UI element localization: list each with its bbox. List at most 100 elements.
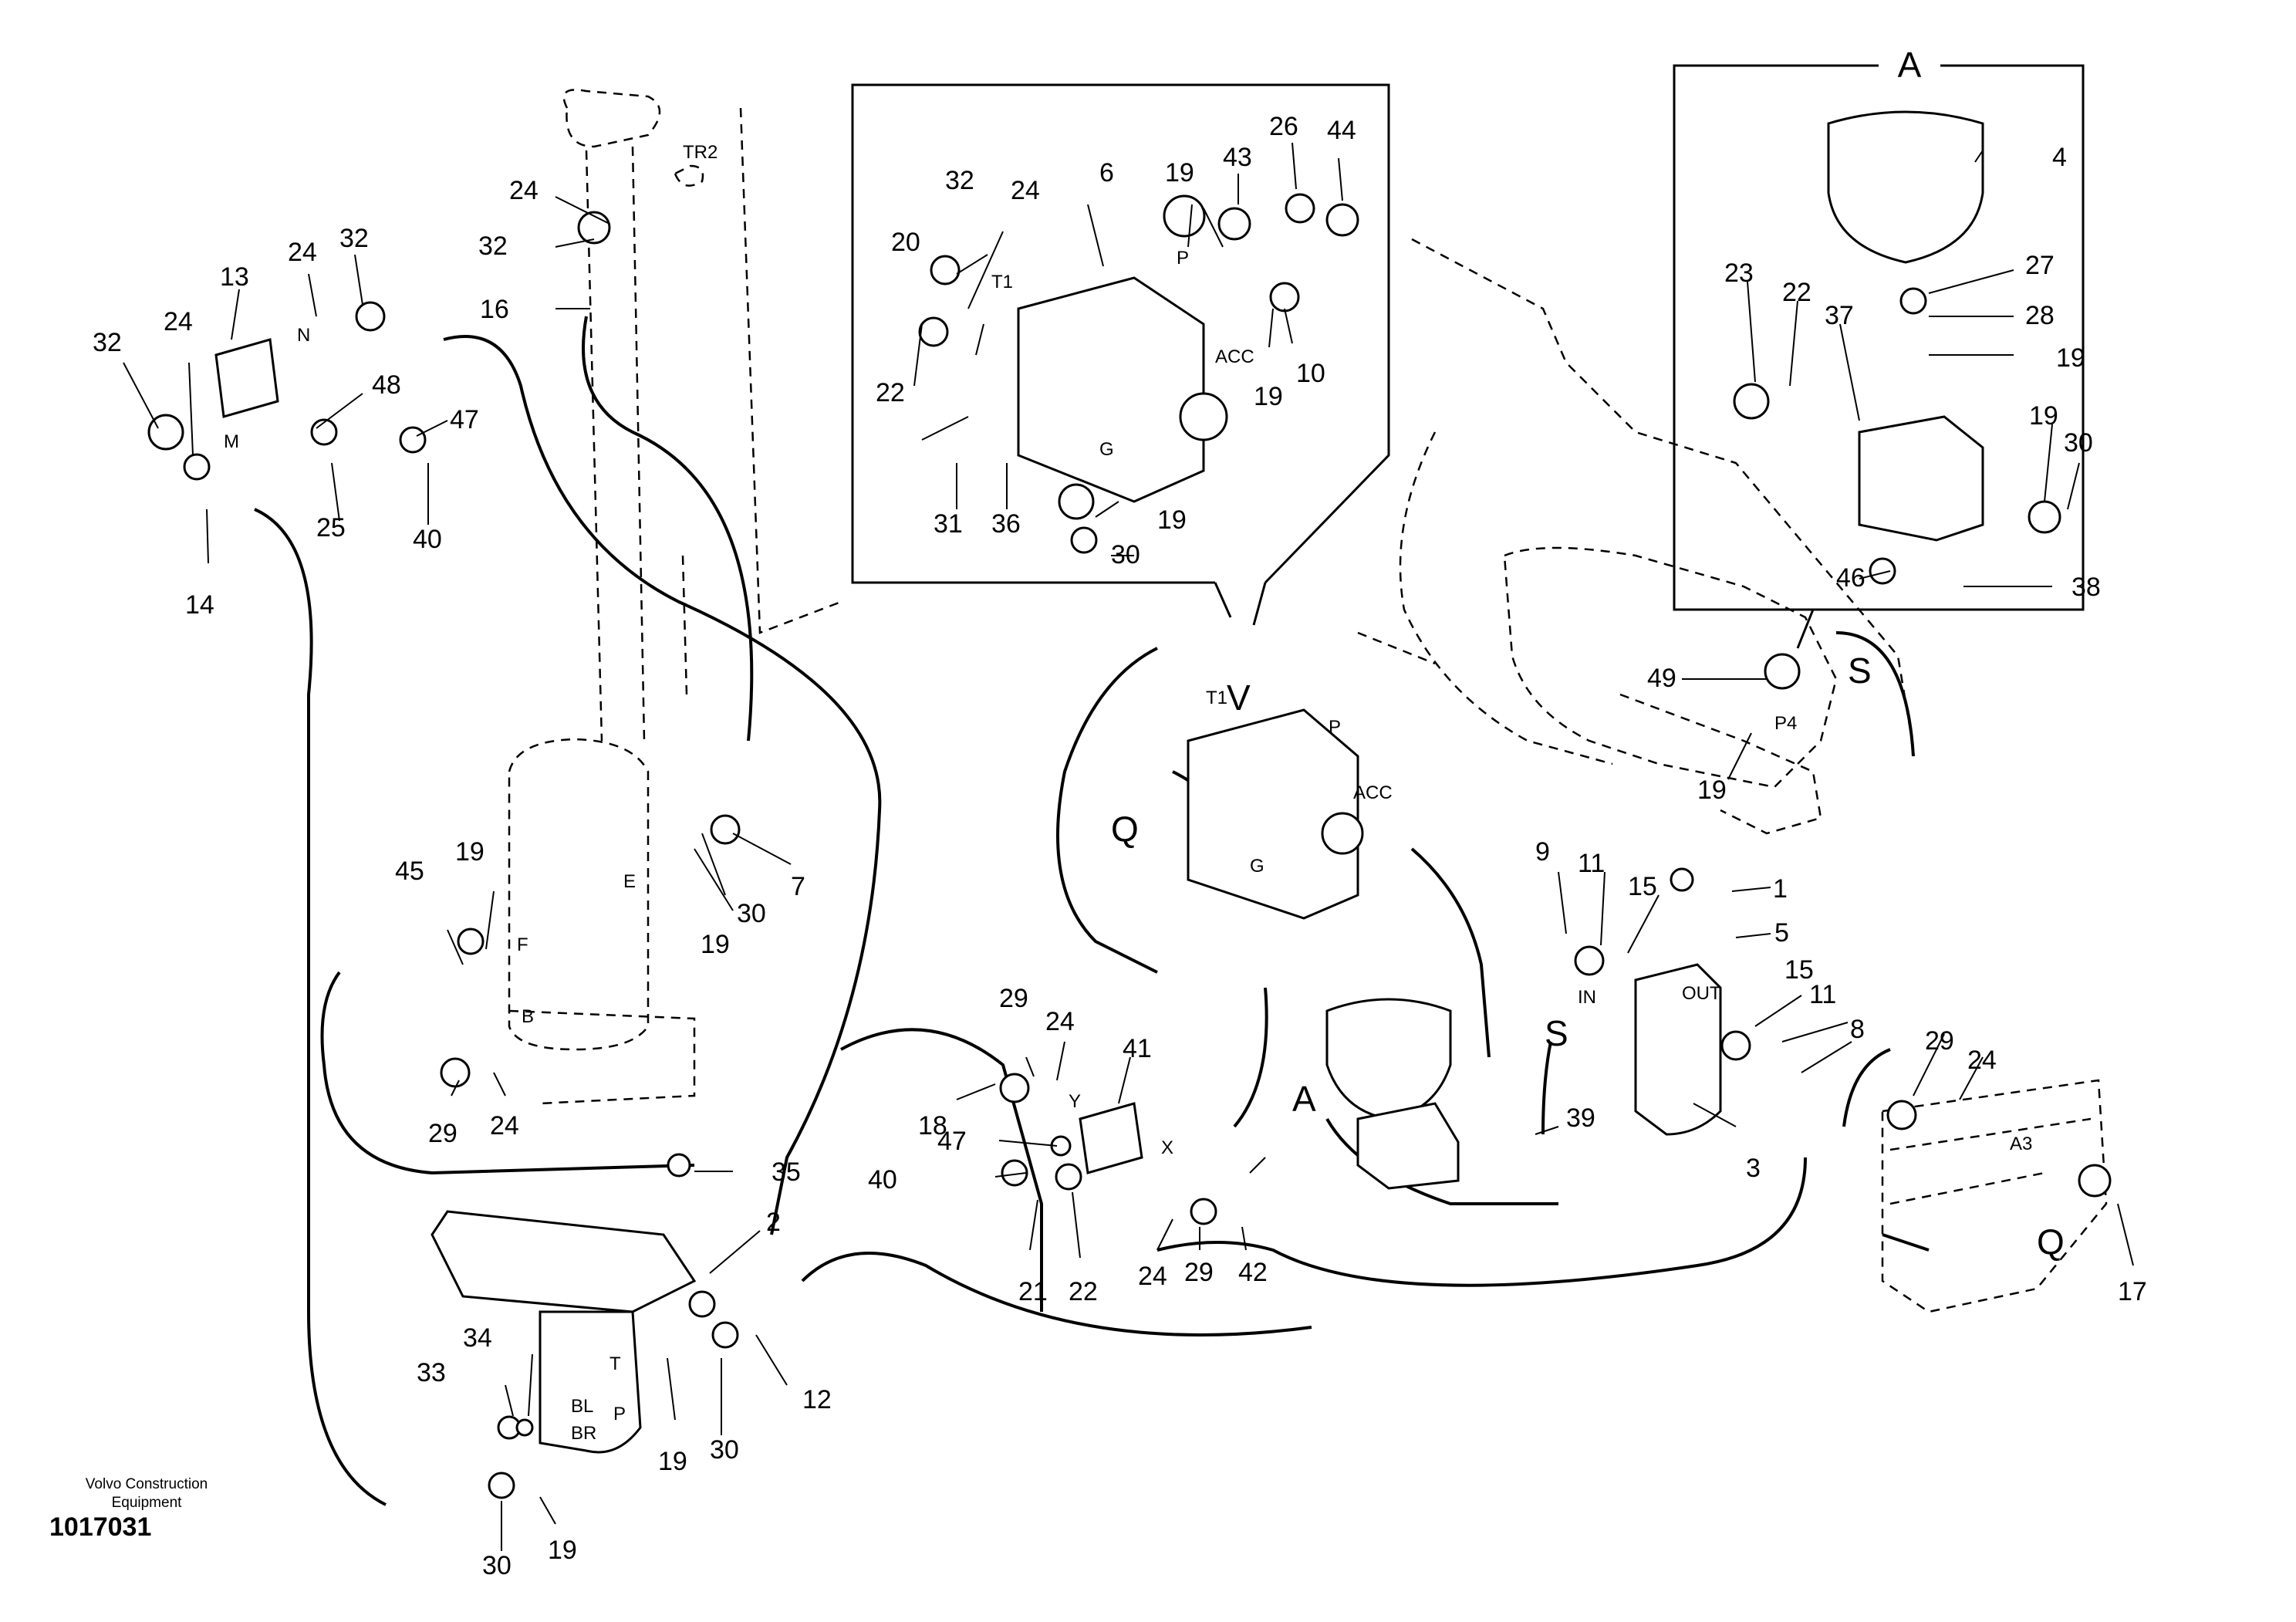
detail-a-label: A bbox=[1898, 45, 1922, 85]
callout-41: 41 bbox=[1123, 1034, 1152, 1063]
callout-35: 35 bbox=[772, 1157, 801, 1187]
callout-32-detail: 32 bbox=[945, 166, 974, 195]
port-p-detail: P bbox=[1177, 248, 1189, 269]
port-y: Y bbox=[1069, 1091, 1081, 1112]
callout-40-main: 40 bbox=[868, 1165, 897, 1195]
callout-27: 27 bbox=[2025, 251, 2055, 280]
callout-30-a: 30 bbox=[2064, 428, 2093, 458]
callout-19-main-left: 19 bbox=[455, 837, 485, 867]
callout-24-tr2: 24 bbox=[509, 176, 539, 205]
port-t1-main: T1 bbox=[1206, 688, 1227, 708]
callout-28: 28 bbox=[2025, 301, 2055, 330]
callout-19-pedal: 19 bbox=[658, 1447, 687, 1476]
credit-line-1: Volvo Construction bbox=[85, 1476, 208, 1492]
port-p-main: P bbox=[1329, 717, 1341, 738]
callout-19-a-side: 19 bbox=[2029, 401, 2058, 431]
callout-24-e: 24 bbox=[490, 1111, 519, 1140]
callout-8: 8 bbox=[1850, 1015, 1865, 1044]
callout-19-main-right: 19 bbox=[1697, 776, 1727, 805]
port-t1-detail: T1 bbox=[991, 272, 1013, 292]
callout-42: 42 bbox=[1238, 1258, 1268, 1287]
port-e: E bbox=[623, 871, 636, 892]
callout-30-detail: 30 bbox=[1111, 540, 1140, 569]
callout-19-detail-top: 19 bbox=[1165, 158, 1194, 188]
filter-3 bbox=[1634, 963, 1722, 1136]
callout-23: 23 bbox=[1724, 259, 1754, 288]
callout-47-left: 47 bbox=[450, 405, 479, 434]
port-q-left: Q bbox=[1111, 809, 1139, 849]
port-g-detail: G bbox=[1099, 439, 1114, 460]
callout-19-detail-mid: 19 bbox=[1254, 382, 1283, 411]
callout-44: 44 bbox=[1327, 116, 1356, 145]
port-x: X bbox=[1161, 1137, 1173, 1158]
callout-12: 12 bbox=[802, 1385, 832, 1414]
port-s-right: S bbox=[1848, 650, 1872, 691]
manufacturer-credit: Volvo Construction Equipment bbox=[31, 1475, 262, 1512]
port-p-pedal: P bbox=[613, 1404, 626, 1424]
callout-15b: 15 bbox=[1784, 955, 1814, 985]
callout-17: 17 bbox=[2118, 1277, 2147, 1306]
callout-19-bottom: 19 bbox=[548, 1536, 577, 1565]
port-tr2: TR2 bbox=[683, 142, 718, 163]
block-41 bbox=[1079, 1102, 1143, 1174]
callout-24-y: 24 bbox=[1045, 1007, 1075, 1036]
callout-45: 45 bbox=[395, 857, 424, 886]
callout-numbers: 1 2 3 4 5 6 7 8 9 10 11 11 12 13 14 15 1… bbox=[93, 112, 2147, 1580]
callout-14: 14 bbox=[185, 590, 214, 620]
callout-6: 6 bbox=[1099, 158, 1114, 188]
callout-9: 9 bbox=[1535, 837, 1550, 867]
port-acc-main: ACC bbox=[1353, 782, 1393, 803]
callout-21: 21 bbox=[1018, 1277, 1048, 1306]
callout-47-main: 47 bbox=[937, 1127, 967, 1156]
callout-19-detail-bottom: 19 bbox=[1157, 505, 1187, 535]
callout-37: 37 bbox=[1825, 301, 1854, 330]
port-br: BR bbox=[571, 1423, 596, 1444]
port-a3: A3 bbox=[2010, 1134, 2032, 1154]
callout-34: 34 bbox=[463, 1323, 492, 1353]
callout-25: 25 bbox=[316, 513, 346, 542]
callout-3: 3 bbox=[1746, 1154, 1761, 1183]
callout-36: 36 bbox=[991, 509, 1021, 539]
callout-20: 20 bbox=[891, 228, 920, 257]
port-p4: P4 bbox=[1774, 713, 1797, 734]
callout-30-pedal: 30 bbox=[710, 1435, 739, 1465]
port-labels: TR2 N M E F B T1 P ACC G V T1 P ACC G Q … bbox=[224, 142, 2065, 1444]
callout-16: 16 bbox=[480, 295, 509, 324]
callout-30-bottom: 30 bbox=[482, 1551, 512, 1580]
callout-33: 33 bbox=[417, 1358, 446, 1387]
callout-1: 1 bbox=[1773, 874, 1788, 904]
callout-48: 48 bbox=[372, 370, 401, 400]
callout-24-right: 24 bbox=[1967, 1046, 1997, 1075]
callout-19-a-top: 19 bbox=[2056, 343, 2085, 373]
detail-box-top-center bbox=[851, 83, 1390, 626]
detail-a-main: A bbox=[1292, 1079, 1316, 1119]
detail-box-a: A bbox=[1673, 45, 2085, 649]
callout-5: 5 bbox=[1774, 918, 1789, 948]
callout-22-detail: 22 bbox=[876, 378, 905, 407]
callout-32-tr2: 32 bbox=[478, 231, 508, 261]
callout-19-main-center: 19 bbox=[701, 930, 730, 959]
block-37 bbox=[1858, 415, 1984, 542]
callout-32-n: 32 bbox=[339, 224, 369, 253]
port-f: F bbox=[517, 934, 528, 955]
callout-29-y: 29 bbox=[999, 984, 1028, 1013]
drawing-number: 1017031 bbox=[49, 1512, 152, 1542]
callout-13: 13 bbox=[220, 262, 249, 292]
machine-outline-dashed: A3 bbox=[508, 89, 2108, 1313]
port-m: M bbox=[224, 431, 239, 452]
callout-49: 49 bbox=[1647, 664, 1676, 693]
callout-10: 10 bbox=[1296, 359, 1325, 388]
accumulator-a bbox=[1325, 998, 1452, 1120]
callout-15a: 15 bbox=[1628, 872, 1657, 901]
callout-18: 18 bbox=[918, 1111, 947, 1140]
callout-26: 26 bbox=[1269, 112, 1298, 141]
port-v: V bbox=[1227, 678, 1251, 718]
callout-30-main: 30 bbox=[737, 899, 766, 928]
port-acc-detail: ACC bbox=[1215, 346, 1254, 367]
port-in: IN bbox=[1578, 987, 1596, 1008]
callout-22-a: 22 bbox=[1782, 278, 1811, 307]
callout-39: 39 bbox=[1566, 1103, 1595, 1133]
callout-32-left: 32 bbox=[93, 328, 122, 357]
callout-29-e: 29 bbox=[428, 1119, 458, 1148]
